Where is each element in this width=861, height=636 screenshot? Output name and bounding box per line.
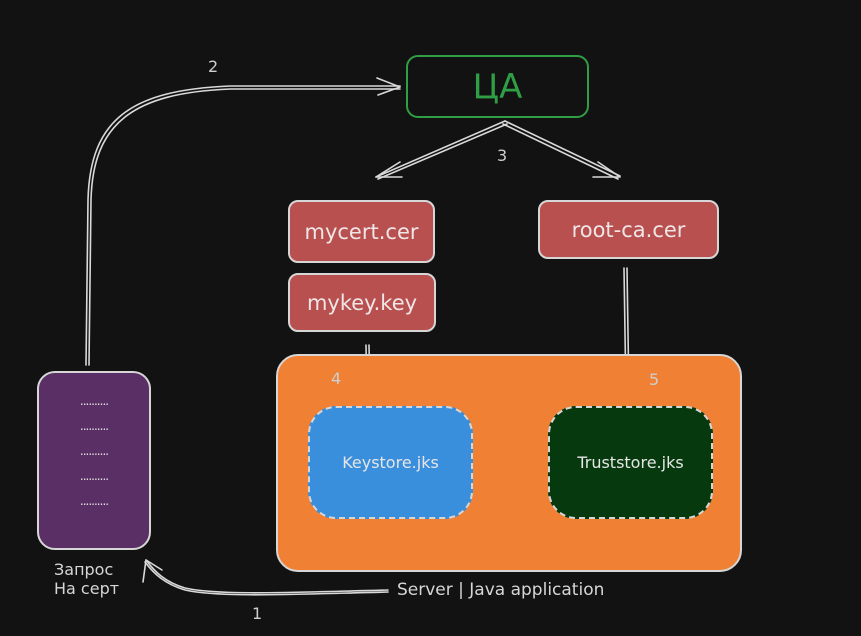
step-5-label: 5	[649, 370, 660, 389]
mycert-label: mycert.cer	[304, 219, 419, 244]
keystore-node[interactable]: Keystore.jks	[308, 406, 473, 519]
truststore-label: Truststore.jks	[577, 453, 684, 472]
request-line: ..........	[79, 493, 109, 508]
step-1-label: 1	[252, 604, 263, 623]
server-label: Server | Java application	[397, 580, 605, 600]
mykey-label: mykey.key	[306, 290, 418, 315]
step-4-label: 4	[331, 369, 342, 388]
request-caption: Запрос На серт	[54, 560, 119, 598]
rootca-label: root-ca.cer	[571, 217, 686, 242]
request-line: ..........	[79, 468, 109, 483]
mycert-node[interactable]: mycert.cer	[288, 200, 435, 263]
request-line: ..........	[79, 418, 109, 433]
request-line: ..........	[79, 393, 109, 408]
arrow-ca-to-mycert	[375, 120, 508, 180]
step-3-label: 3	[497, 146, 508, 165]
keystore-label: Keystore.jks	[342, 453, 439, 472]
request-node[interactable]: .......... .......... .......... .......…	[37, 371, 151, 550]
truststore-node[interactable]: Truststore.jks	[548, 406, 713, 519]
mykey-node[interactable]: mykey.key	[288, 273, 436, 332]
rootca-node[interactable]: root-ca.cer	[538, 200, 719, 259]
request-line: ..........	[79, 443, 109, 458]
ca-label: ЦА	[472, 66, 523, 107]
step-2-label: 2	[208, 57, 219, 76]
request-caption-line1: Запрос	[54, 560, 114, 579]
ca-node[interactable]: ЦА	[406, 55, 589, 118]
request-caption-line2: На серт	[54, 579, 120, 598]
arrow-ca-to-rootca	[502, 120, 621, 180]
